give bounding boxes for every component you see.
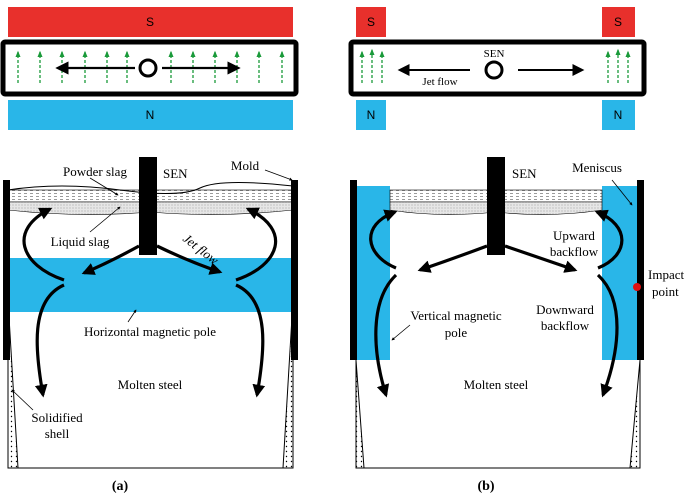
magnet-s-b-right	[602, 7, 635, 37]
impact-point-label-1: Impact	[648, 267, 684, 282]
magnet-n-b-right-label: N	[614, 108, 623, 122]
impact-point-dot	[633, 283, 641, 291]
meniscus-label: Meniscus	[572, 160, 622, 175]
magnet-s-a-label: S	[146, 15, 154, 29]
jet-flow-arrow-right-b	[504, 244, 578, 273]
downward-backflow-label-2: backflow	[541, 318, 590, 333]
solidified-shell-left-b	[355, 359, 365, 469]
magnet-s-b-left	[356, 7, 386, 37]
mold-wall-left-b	[350, 180, 357, 360]
solidified-shell-left-a	[7, 299, 19, 469]
magnet-n-a-label: N	[146, 108, 155, 122]
upper-loop-right-a	[235, 207, 278, 282]
horizontal-pole-label: Horizontal magnetic pole	[84, 324, 216, 339]
mold-wall-right-a	[291, 180, 298, 360]
mold-label: Mold	[231, 158, 260, 173]
lower-loop-right-a	[235, 283, 266, 398]
magnet-n-b-left-label: N	[367, 108, 376, 122]
magnet-n-a	[8, 100, 293, 130]
impact-point-label-2: point	[652, 284, 679, 299]
upward-backflow-label-2: backflow	[550, 244, 599, 259]
upward-backflow-label-1: Upward	[553, 228, 595, 243]
downward-backflow-label-1: Downward	[536, 302, 594, 317]
sen-b-label: SEN	[512, 166, 537, 181]
magnet-s-b-left-label: S	[367, 15, 375, 29]
sen-top-b	[484, 60, 504, 80]
downward-loop-right-b	[596, 273, 619, 398]
vertical-pole-right	[602, 186, 639, 360]
caption-a: (a)	[112, 479, 129, 494]
solidified-label-2: shell	[45, 426, 70, 441]
solidified-label-1: Solidified	[31, 410, 83, 425]
vertical-pole-label-1: Vertical magnetic	[410, 308, 502, 323]
magnet-s-b-right-label: S	[614, 15, 622, 29]
lower-loop-left-a	[34, 283, 65, 398]
magnet-n-b-right	[602, 100, 635, 130]
downward-loop-left-b	[374, 273, 398, 398]
caption-b: (b)	[477, 479, 494, 494]
vertical-pole-label-2: pole	[445, 325, 468, 340]
sen-top-b-label: SEN	[484, 48, 505, 60]
sen-a-label: SEN	[163, 166, 188, 181]
solidified-shell-right-a	[282, 299, 294, 469]
sen-top-a	[138, 58, 158, 78]
magnet-s-a	[8, 7, 293, 37]
sen-a	[139, 157, 157, 255]
sen-b	[487, 157, 505, 255]
mold-wall-right-b	[637, 180, 644, 360]
panel-a-side-view: Powder slag SEN Mold Liquid slag Jet flo…	[3, 157, 298, 494]
jet-flow-arrow-left-b	[417, 244, 488, 273]
panel-b-top-view: S S N N SEN Jet flow	[348, 7, 647, 130]
vertical-pole-left	[356, 186, 390, 360]
upward-loop-left-b	[369, 209, 398, 270]
jet-flow-arrow-left-a	[81, 244, 140, 275]
horizontal-magnetic-pole-band	[8, 258, 293, 312]
panel-a-top-view: S N	[0, 7, 299, 130]
field-arrows-b	[359, 48, 631, 83]
mold-wall-left-a	[3, 180, 10, 360]
jet-flow-arrow-right-a	[156, 244, 223, 275]
molten-steel-b-label: Molten steel	[464, 377, 529, 392]
upward-loop-right-b	[594, 209, 624, 270]
upper-loop-left-a	[22, 207, 65, 282]
liquid-slag-label: Liquid slag	[51, 234, 110, 249]
jet-flow-b-top-label: Jet flow	[422, 76, 457, 88]
magnet-n-b-left	[356, 100, 386, 130]
molten-steel-a-label: Molten steel	[118, 377, 183, 392]
powder-slag-label: Powder slag	[63, 164, 127, 179]
solidified-shell-right-b	[629, 359, 641, 469]
panel-b-side-view: SEN Meniscus Upward backflow Impact poin…	[350, 157, 684, 494]
